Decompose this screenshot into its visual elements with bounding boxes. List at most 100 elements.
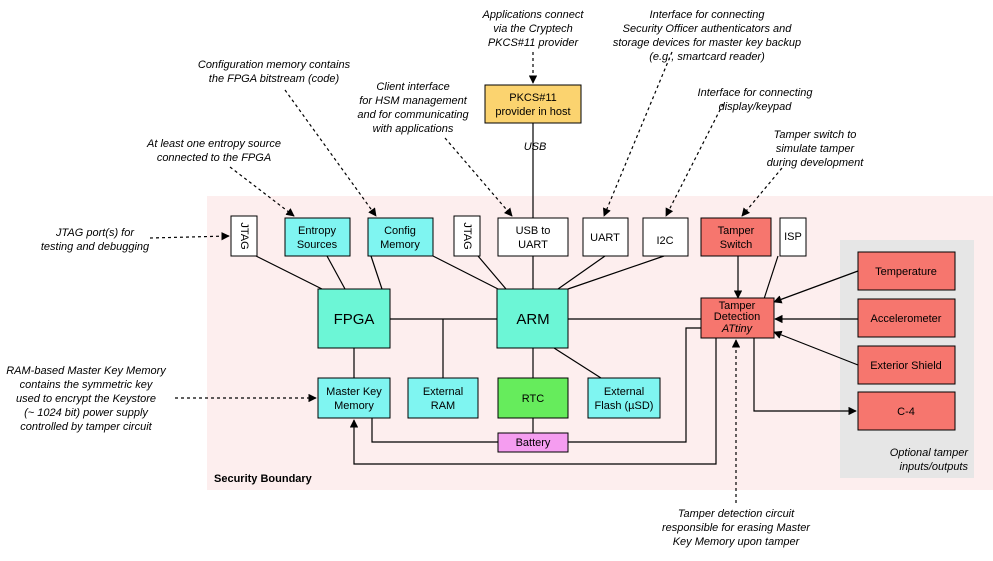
svg-text:Accelerometer: Accelerometer — [871, 313, 942, 325]
security-boundary-label: Security Boundary — [214, 473, 313, 485]
master-key-memory-block: Master Key Memory — [317, 377, 391, 419]
svg-text:Applications connect: Applications connect — [482, 9, 585, 21]
svg-text:RTC: RTC — [522, 393, 544, 405]
svg-text:contains the symmetric key: contains the symmetric key — [20, 379, 154, 391]
usb-to-uart-block: USB to UART — [497, 217, 569, 257]
svg-text:used to encrypt the Keystore: used to encrypt the Keystore — [16, 393, 156, 405]
i2c-block: I2C — [642, 217, 689, 257]
svg-text:via the Cryptech: via the Cryptech — [493, 23, 572, 35]
svg-text:the FPGA bitstream (code): the FPGA bitstream (code) — [209, 73, 340, 85]
svg-text:inputs/outputs: inputs/outputs — [900, 461, 969, 473]
note-master-key: RAM-based Master Key Memory contains the… — [6, 365, 167, 433]
uart-block: UART — [582, 217, 629, 257]
svg-text:Temperature: Temperature — [875, 266, 937, 278]
svg-text:USB to: USB to — [516, 225, 551, 237]
rtc-block: RTC — [497, 377, 569, 419]
svg-text:PKCS#11: PKCS#11 — [509, 92, 557, 104]
note-security-officer: Interface for connecting Security Office… — [613, 9, 801, 63]
accelerometer-block: Accelerometer — [857, 298, 956, 338]
svg-text:controlled by tamper circuit: controlled by tamper circuit — [20, 421, 152, 433]
svg-text:testing and debugging: testing and debugging — [41, 241, 150, 253]
svg-text:storage devices for master key: storage devices for master key backup — [613, 37, 801, 49]
svg-text:Tamper: Tamper — [719, 300, 756, 312]
svg-text:provider in host: provider in host — [495, 106, 570, 118]
svg-text:simulate tamper: simulate tamper — [776, 143, 856, 155]
note-display: Interface for connecting display/keypad — [698, 87, 814, 113]
note-applications: Applications connect via the Cryptech PK… — [482, 9, 585, 49]
svg-text:Sources: Sources — [297, 239, 338, 251]
svg-text:C-4: C-4 — [897, 406, 915, 418]
note-client-interface: Client interface for HSM management and … — [357, 81, 469, 135]
svg-text:Configuration memory contains: Configuration memory contains — [198, 59, 351, 71]
svg-text:and for communicating: and for communicating — [357, 109, 469, 121]
battery-block: Battery — [497, 432, 569, 453]
note-tamper-switch: Tamper switch to simulate tamper during … — [767, 129, 865, 169]
svg-text:Config: Config — [384, 225, 416, 237]
svg-text:with applications: with applications — [373, 123, 454, 135]
svg-text:connected to the FPGA: connected to the FPGA — [157, 152, 271, 164]
svg-text:Tamper: Tamper — [718, 225, 755, 237]
svg-text:Client interface: Client interface — [376, 81, 449, 93]
note-config-memory: Configuration memory contains the FPGA b… — [198, 59, 351, 85]
svg-text:UART: UART — [590, 232, 620, 244]
svg-text:JTAG: JTAG — [238, 222, 250, 249]
exterior-shield-block: Exterior Shield — [857, 345, 956, 385]
svg-text:during development: during development — [767, 157, 865, 169]
svg-text:RAM-based Master Key Memory: RAM-based Master Key Memory — [6, 365, 167, 377]
note-optional-tamper: Optional tamper inputs/outputs — [890, 447, 970, 473]
svg-text:JTAG: JTAG — [461, 222, 473, 249]
svg-text:JTAG port(s) for: JTAG port(s) for — [55, 227, 135, 239]
svg-text:Memory: Memory — [380, 239, 420, 251]
svg-text:Security Officer authenticator: Security Officer authenticators and — [623, 23, 793, 35]
svg-text:External: External — [423, 386, 463, 398]
svg-text:Interface for connecting: Interface for connecting — [650, 9, 766, 21]
svg-text:ATtiny: ATtiny — [721, 323, 754, 335]
jtag-port-fpga-block: JTAG — [230, 215, 258, 257]
svg-text:Interface for connecting: Interface for connecting — [698, 87, 814, 99]
note-jtag: JTAG port(s) for testing and debugging — [41, 227, 150, 253]
svg-text:Entropy: Entropy — [298, 225, 336, 237]
arm-block: ARM — [496, 288, 569, 349]
svg-text:Master Key: Master Key — [326, 386, 382, 398]
svg-text:I2C: I2C — [656, 235, 673, 247]
external-flash-block: External Flash (µSD) — [587, 377, 661, 419]
svg-text:Flash (µSD): Flash (µSD) — [595, 400, 654, 412]
isp-block: ISP — [779, 217, 807, 257]
external-ram-block: External RAM — [407, 377, 479, 419]
tamper-switch-block: Tamper Switch — [700, 217, 772, 257]
svg-text:Memory: Memory — [334, 400, 374, 412]
svg-text:Key Memory upon tamper: Key Memory upon tamper — [673, 536, 801, 548]
jtag-port-arm-block: JTAG — [453, 215, 481, 257]
svg-text:UART: UART — [518, 239, 548, 251]
entropy-sources-block: Entropy Sources — [284, 217, 351, 257]
svg-text:At least one entropy source: At least one entropy source — [146, 138, 281, 150]
pkcs11-provider-block: PKCS#11 provider in host — [484, 84, 582, 124]
svg-text:External: External — [604, 386, 644, 398]
svg-text:RAM: RAM — [431, 400, 455, 412]
svg-text:FPGA: FPGA — [334, 311, 375, 328]
svg-text:ARM: ARM — [516, 311, 549, 328]
svg-text:PKCS#11 provider: PKCS#11 provider — [488, 37, 580, 49]
svg-text:Switch: Switch — [720, 239, 752, 251]
c4-block: C-4 — [857, 391, 956, 431]
temperature-sensor-block: Temperature — [857, 251, 956, 291]
svg-text:Exterior Shield: Exterior Shield — [870, 360, 942, 372]
svg-text:Detection: Detection — [714, 311, 760, 323]
note-entropy: At least one entropy source connected to… — [146, 138, 281, 164]
svg-text:for HSM management: for HSM management — [359, 95, 468, 107]
annotation-arrows — [149, 51, 783, 503]
svg-text:responsible for erasing Master: responsible for erasing Master — [662, 522, 811, 534]
connections — [255, 123, 859, 465]
config-memory-block: Config Memory — [367, 217, 434, 257]
svg-text:(~ 1024 bit) power supply: (~ 1024 bit) power supply — [24, 407, 149, 419]
svg-text:display/keypad: display/keypad — [719, 101, 793, 113]
svg-text:Optional tamper: Optional tamper — [890, 447, 970, 459]
svg-text:Tamper switch to: Tamper switch to — [774, 129, 857, 141]
tamper-detection-block: Tamper Detection ATtiny — [700, 297, 775, 339]
svg-text:(e.g., smartcard reader): (e.g., smartcard reader) — [649, 51, 765, 63]
svg-text:ISP: ISP — [784, 231, 802, 243]
usb-link-label: USB — [524, 141, 547, 153]
svg-text:Battery: Battery — [516, 437, 551, 449]
svg-text:Tamper detection circuit: Tamper detection circuit — [678, 508, 795, 520]
